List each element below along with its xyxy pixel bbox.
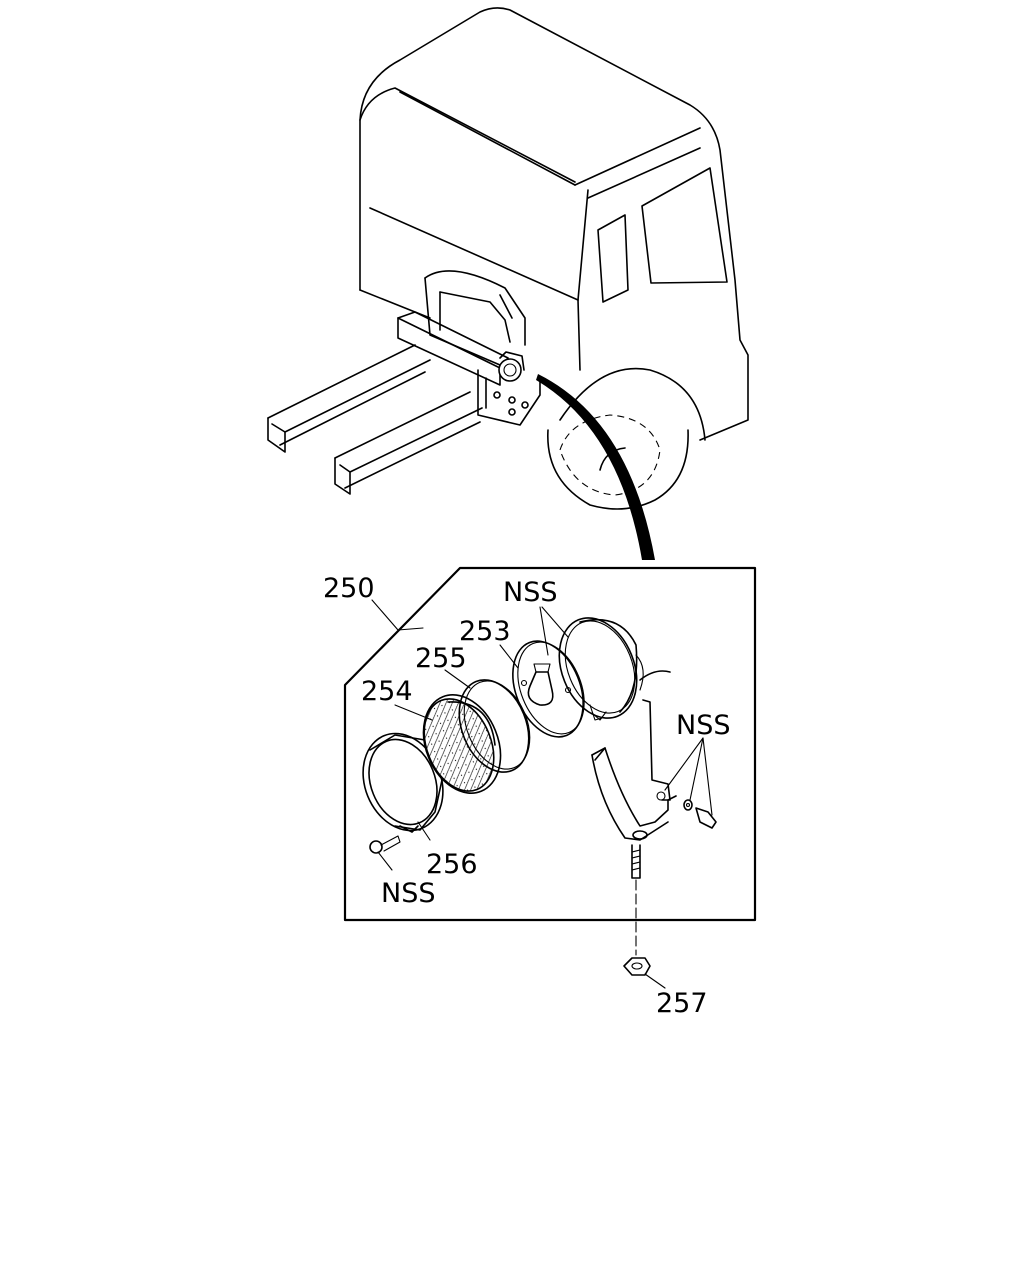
callout-254: 254 <box>361 676 413 707</box>
bulb-plate <box>512 640 585 738</box>
lamp-parts-exploded <box>362 617 717 976</box>
detail-pointer-swoosh <box>536 374 655 560</box>
lamp-location-marker <box>498 351 525 382</box>
callout-labels: 250 NSS 253 255 254 NSS 256 NSS 257 <box>323 573 730 1019</box>
lamp-housing <box>558 617 671 721</box>
callout-255: 255 <box>415 643 467 674</box>
lamp-lens <box>422 694 502 794</box>
callout-256: 256 <box>426 849 478 880</box>
callout-nss-bottom-left: NSS <box>381 878 435 909</box>
callout-nss-right: NSS <box>676 710 730 741</box>
bracket-stud <box>631 844 641 956</box>
lamp-nut <box>623 957 651 976</box>
callout-250: 250 <box>323 573 375 604</box>
callout-nss-top: NSS <box>503 577 557 608</box>
leader-lines <box>371 599 713 989</box>
truck-cab-illustration <box>359 7 749 510</box>
bracket-bolt <box>683 799 717 829</box>
detail-frame <box>343 566 757 922</box>
rim-screw <box>369 835 401 854</box>
callout-257: 257 <box>656 988 708 1019</box>
chassis-frame <box>267 311 541 495</box>
callout-253: 253 <box>459 616 511 647</box>
lamp-bracket <box>591 699 677 841</box>
